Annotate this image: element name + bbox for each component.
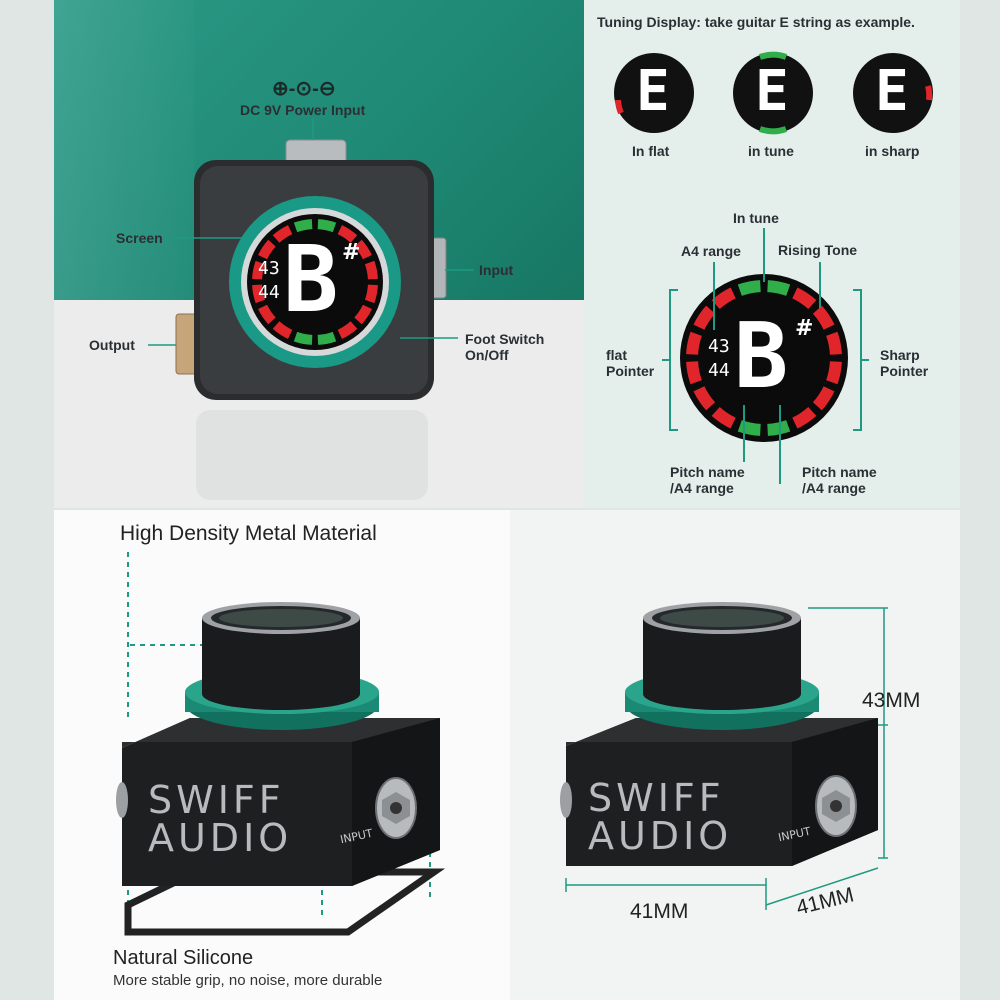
diagram-pitch-left-2: /A4 range [670, 480, 734, 496]
tuner-segment [737, 280, 761, 296]
tuner-segment [812, 305, 835, 330]
silicone-title: Natural Silicone [113, 947, 254, 969]
caption-in-sharp: in sharp [865, 143, 920, 159]
tuner-segment [711, 406, 736, 429]
tuner-segment [258, 239, 276, 260]
tl-display-sharp: # [342, 240, 361, 265]
tuner-segment [293, 331, 313, 345]
tl-display-a4-top: 43 [258, 258, 280, 279]
metal-material-heading: High Density Metal Material [120, 522, 377, 545]
window-backdrop [54, 0, 194, 300]
tuner-segment [337, 225, 358, 243]
input-label: Input [479, 262, 514, 278]
power-input-label: DC 9V Power Input [240, 102, 366, 118]
diagram-a4-bottom: 44 [708, 360, 730, 381]
tuner-segment [272, 321, 293, 339]
foot-switch-label: Foot Switch On/Off [465, 331, 545, 363]
tuner-segment [364, 284, 378, 304]
tuner-segment [317, 219, 337, 233]
diagram-flat-pointer-2: Pointer [606, 363, 655, 379]
silicone-subtitle: More stable grip, no noise, more durable [113, 972, 383, 989]
diagram-a4-top: 43 [708, 336, 730, 357]
diagram-rising-tone: Rising Tone [778, 242, 858, 258]
bl-brand-line1: SWIFF [148, 778, 285, 822]
width-dimension: 41MM [630, 900, 689, 923]
diagram-sharp: # [795, 316, 814, 341]
diagram-a4-range: A4 range [681, 243, 741, 259]
output-label: Output [89, 337, 135, 353]
tuner-segment [258, 304, 276, 325]
diagram-pitch-right-2: /A4 range [802, 480, 866, 496]
bl-brand-line2: AUDIO [148, 816, 293, 860]
tuner-segment [354, 239, 372, 260]
tuner-segment [252, 284, 266, 304]
br-brand-line1: SWIFF [588, 776, 725, 820]
height-dimension: 43MM [862, 689, 921, 712]
diagram-note: B [734, 304, 789, 409]
diagram-pitch-left-1: Pitch name [670, 464, 745, 480]
diagram-sharp-pointer-1: Sharp [880, 347, 920, 363]
tuner-segment [364, 260, 378, 280]
tuner-segment [272, 225, 293, 243]
tuner-segment [737, 420, 761, 436]
tuner-segment [767, 280, 791, 296]
tuner-segment [337, 321, 358, 339]
example-tune-letter: E [755, 59, 789, 124]
diagram-pitch-right-1: Pitch name [802, 464, 877, 480]
tuner-segment [693, 386, 716, 411]
tuner-segment [826, 361, 842, 385]
diagram-in-tune: In tune [733, 210, 779, 226]
tuner-segment [792, 406, 817, 429]
tuner-segment [812, 386, 835, 411]
screen-label: Screen [116, 230, 163, 246]
tuner-segment [693, 305, 716, 330]
tuner-segment [252, 260, 266, 280]
tl-display-note: B [283, 226, 339, 333]
tuner-segment [317, 331, 337, 345]
power-icons: ⊕-⊙-⊖ [272, 78, 336, 100]
caption-in-flat: In flat [632, 143, 670, 159]
tuner-segment [792, 287, 817, 310]
diagram-sharp-pointer-2: Pointer [880, 363, 929, 379]
tuner-segment [686, 331, 702, 355]
tuning-display-title: Tuning Display: take guitar E string as … [597, 14, 915, 30]
tuner-segment [711, 287, 736, 310]
tl-display-a4-bottom: 44 [258, 282, 280, 303]
diagram-flat-pointer-1: flat [606, 347, 627, 363]
caption-in-tune: in tune [748, 143, 794, 159]
tuner-segment [767, 420, 791, 436]
tuner-segment [826, 331, 842, 355]
br-brand-line2: AUDIO [588, 814, 733, 858]
tuner-segment [354, 304, 372, 325]
example-flat-letter: E [636, 59, 670, 124]
example-sharp-letter: E [875, 59, 909, 124]
tuner-segment [686, 361, 702, 385]
tuner-segment [293, 219, 313, 233]
